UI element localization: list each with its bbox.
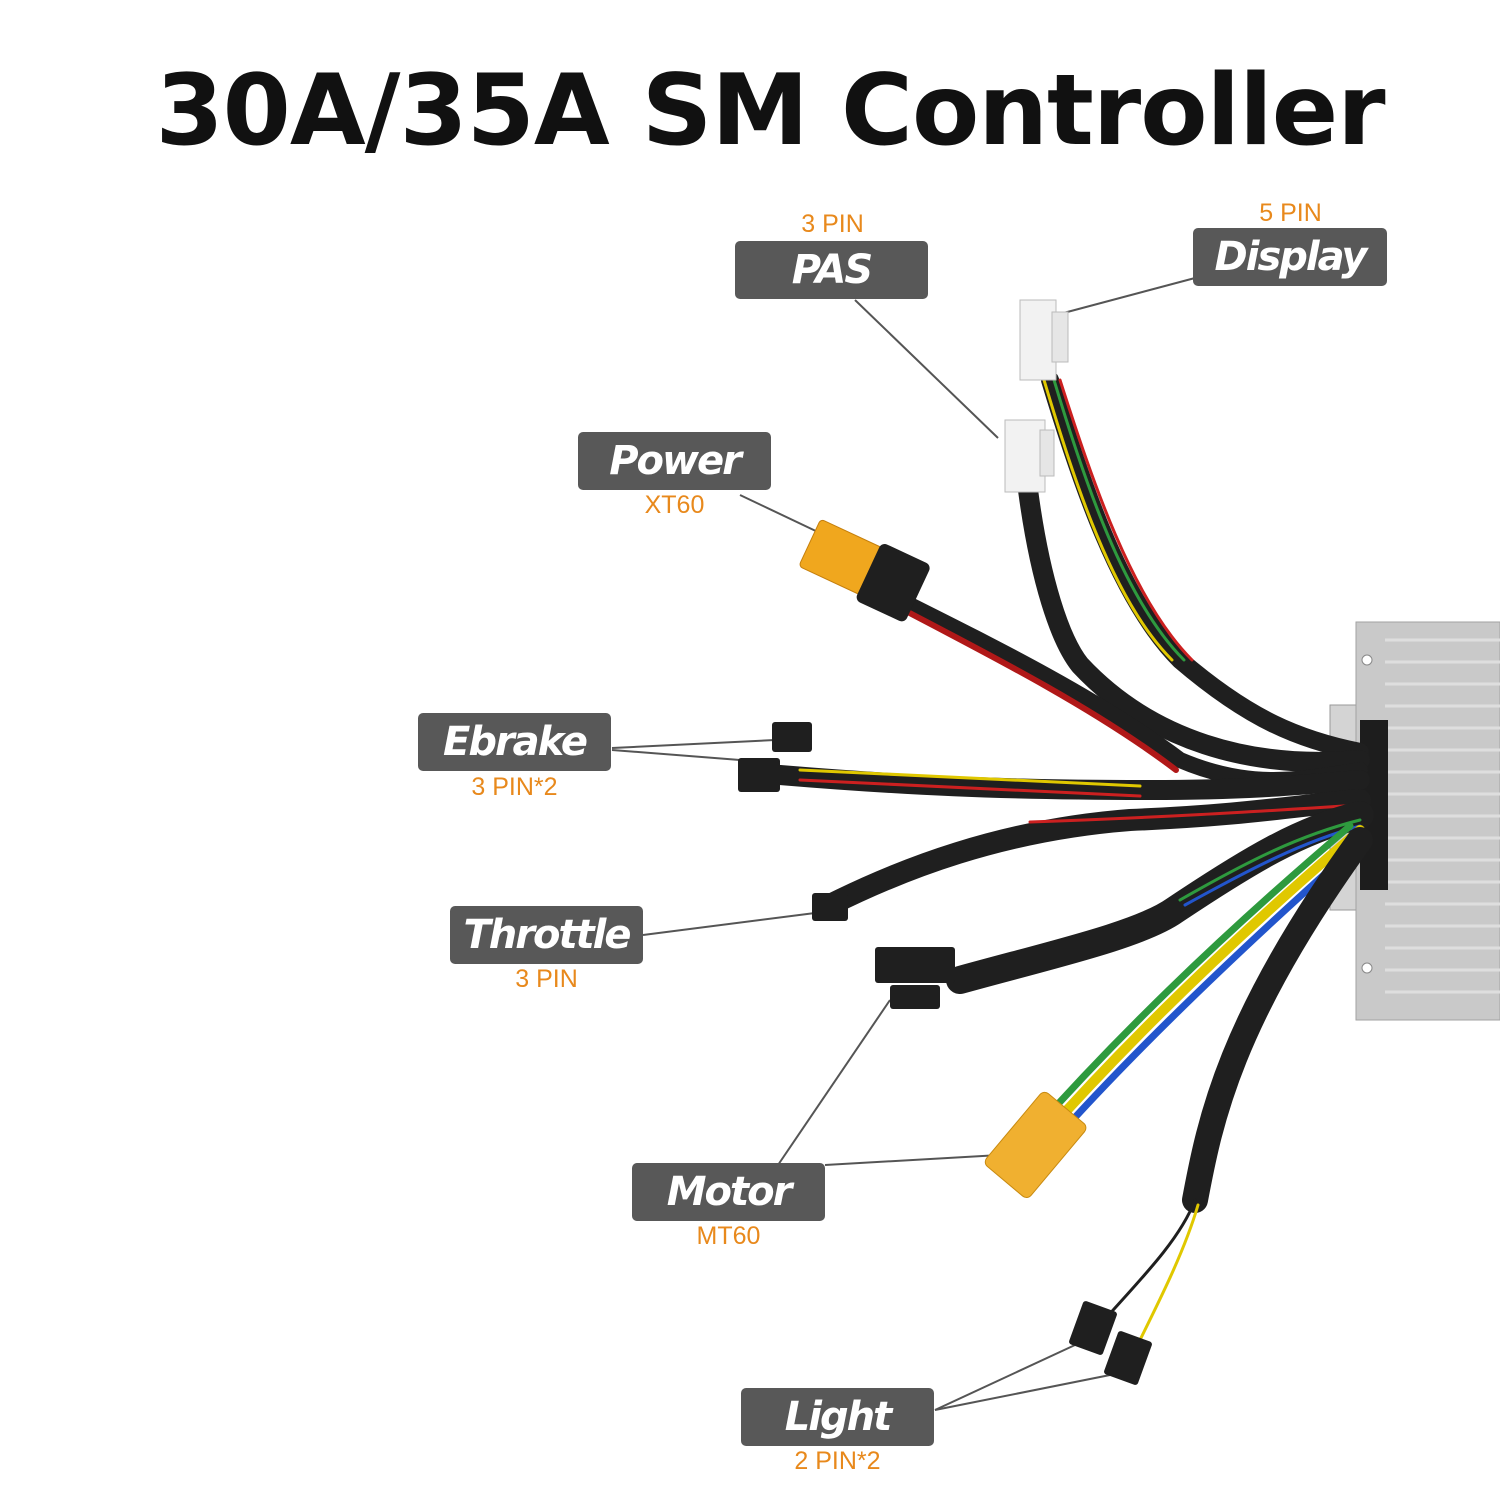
light-spec: 2 PIN*2 [794, 1447, 881, 1475]
power-xt60-connector [799, 519, 930, 622]
motor-spec: MT60 [696, 1222, 761, 1250]
throttle-label: Throttle [450, 906, 643, 964]
throttle-connector [812, 893, 848, 921]
display-label: Display [1193, 228, 1387, 286]
pas-label: PAS [735, 241, 928, 299]
power-label: Power [578, 432, 771, 490]
ebrake-spec: 3 PIN*2 [471, 773, 558, 801]
ebrake-connectors [738, 722, 812, 792]
light-label: Light [741, 1388, 934, 1446]
leader-lines [611, 277, 1196, 1411]
hall-connector [875, 947, 955, 1009]
diagram-title: 30A/35A SM Controller [155, 54, 1385, 168]
wire-bundles [770, 371, 1374, 1362]
display-connector [1019, 299, 1069, 381]
throttle-spec: 3 PIN [515, 965, 578, 993]
pas-spec: 3 PIN [801, 210, 864, 238]
power-spec: XT60 [644, 491, 705, 519]
motor-mt60-connector [984, 1091, 1087, 1198]
ebrake-label: Ebrake [418, 713, 611, 771]
display-spec: 5 PIN [1259, 199, 1322, 227]
light-connectors [1069, 1301, 1152, 1385]
pas-connector [1004, 419, 1055, 493]
motor-label: Motor [632, 1163, 825, 1221]
